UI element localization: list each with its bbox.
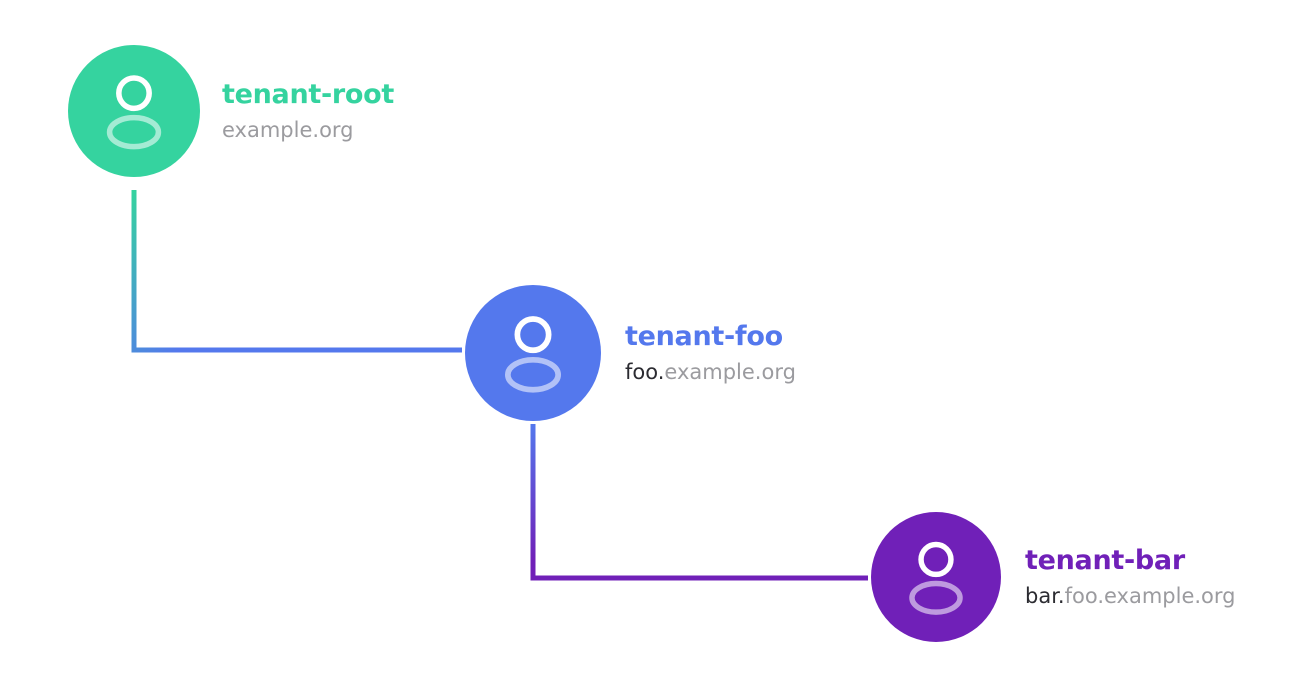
node-domain: example.org: [222, 118, 394, 143]
node-tenant-bar[interactable]: tenant-bar bar.foo.example.org: [871, 512, 1236, 642]
node-title: tenant-root: [222, 78, 395, 110]
user-avatar-icon[interactable]: [871, 512, 1001, 642]
node-title: tenant-foo: [625, 320, 783, 352]
node-domain-prefix: foo.: [625, 359, 665, 384]
node-label-group: tenant-root example.org: [222, 79, 394, 143]
node-tenant-root[interactable]: tenant-root example.org: [68, 45, 394, 177]
node-label-group: tenant-foo foo.example.org: [625, 321, 796, 385]
node-tenant-foo[interactable]: tenant-foo foo.example.org: [465, 285, 796, 421]
spacer: [625, 352, 796, 360]
node-domain: foo.example.org: [625, 360, 796, 385]
node-domain-suffix: example.org: [664, 359, 796, 384]
node-domain-suffix: example.org: [222, 117, 354, 142]
node-title: tenant-bar: [1025, 544, 1185, 576]
user-avatar-icon[interactable]: [465, 285, 601, 421]
node-domain-prefix: bar.: [1025, 583, 1065, 608]
edge-tenant-foo-to-tenant-bar: [530, 424, 868, 581]
edge-tenant-root-to-tenant-foo: [131, 190, 462, 353]
spacer: [222, 110, 394, 118]
node-domain-suffix: foo.example.org: [1064, 583, 1236, 608]
spacer: [1025, 576, 1236, 584]
node-label-group: tenant-bar bar.foo.example.org: [1025, 545, 1236, 609]
node-domain: bar.foo.example.org: [1025, 584, 1236, 609]
user-avatar-icon[interactable]: [68, 45, 200, 177]
